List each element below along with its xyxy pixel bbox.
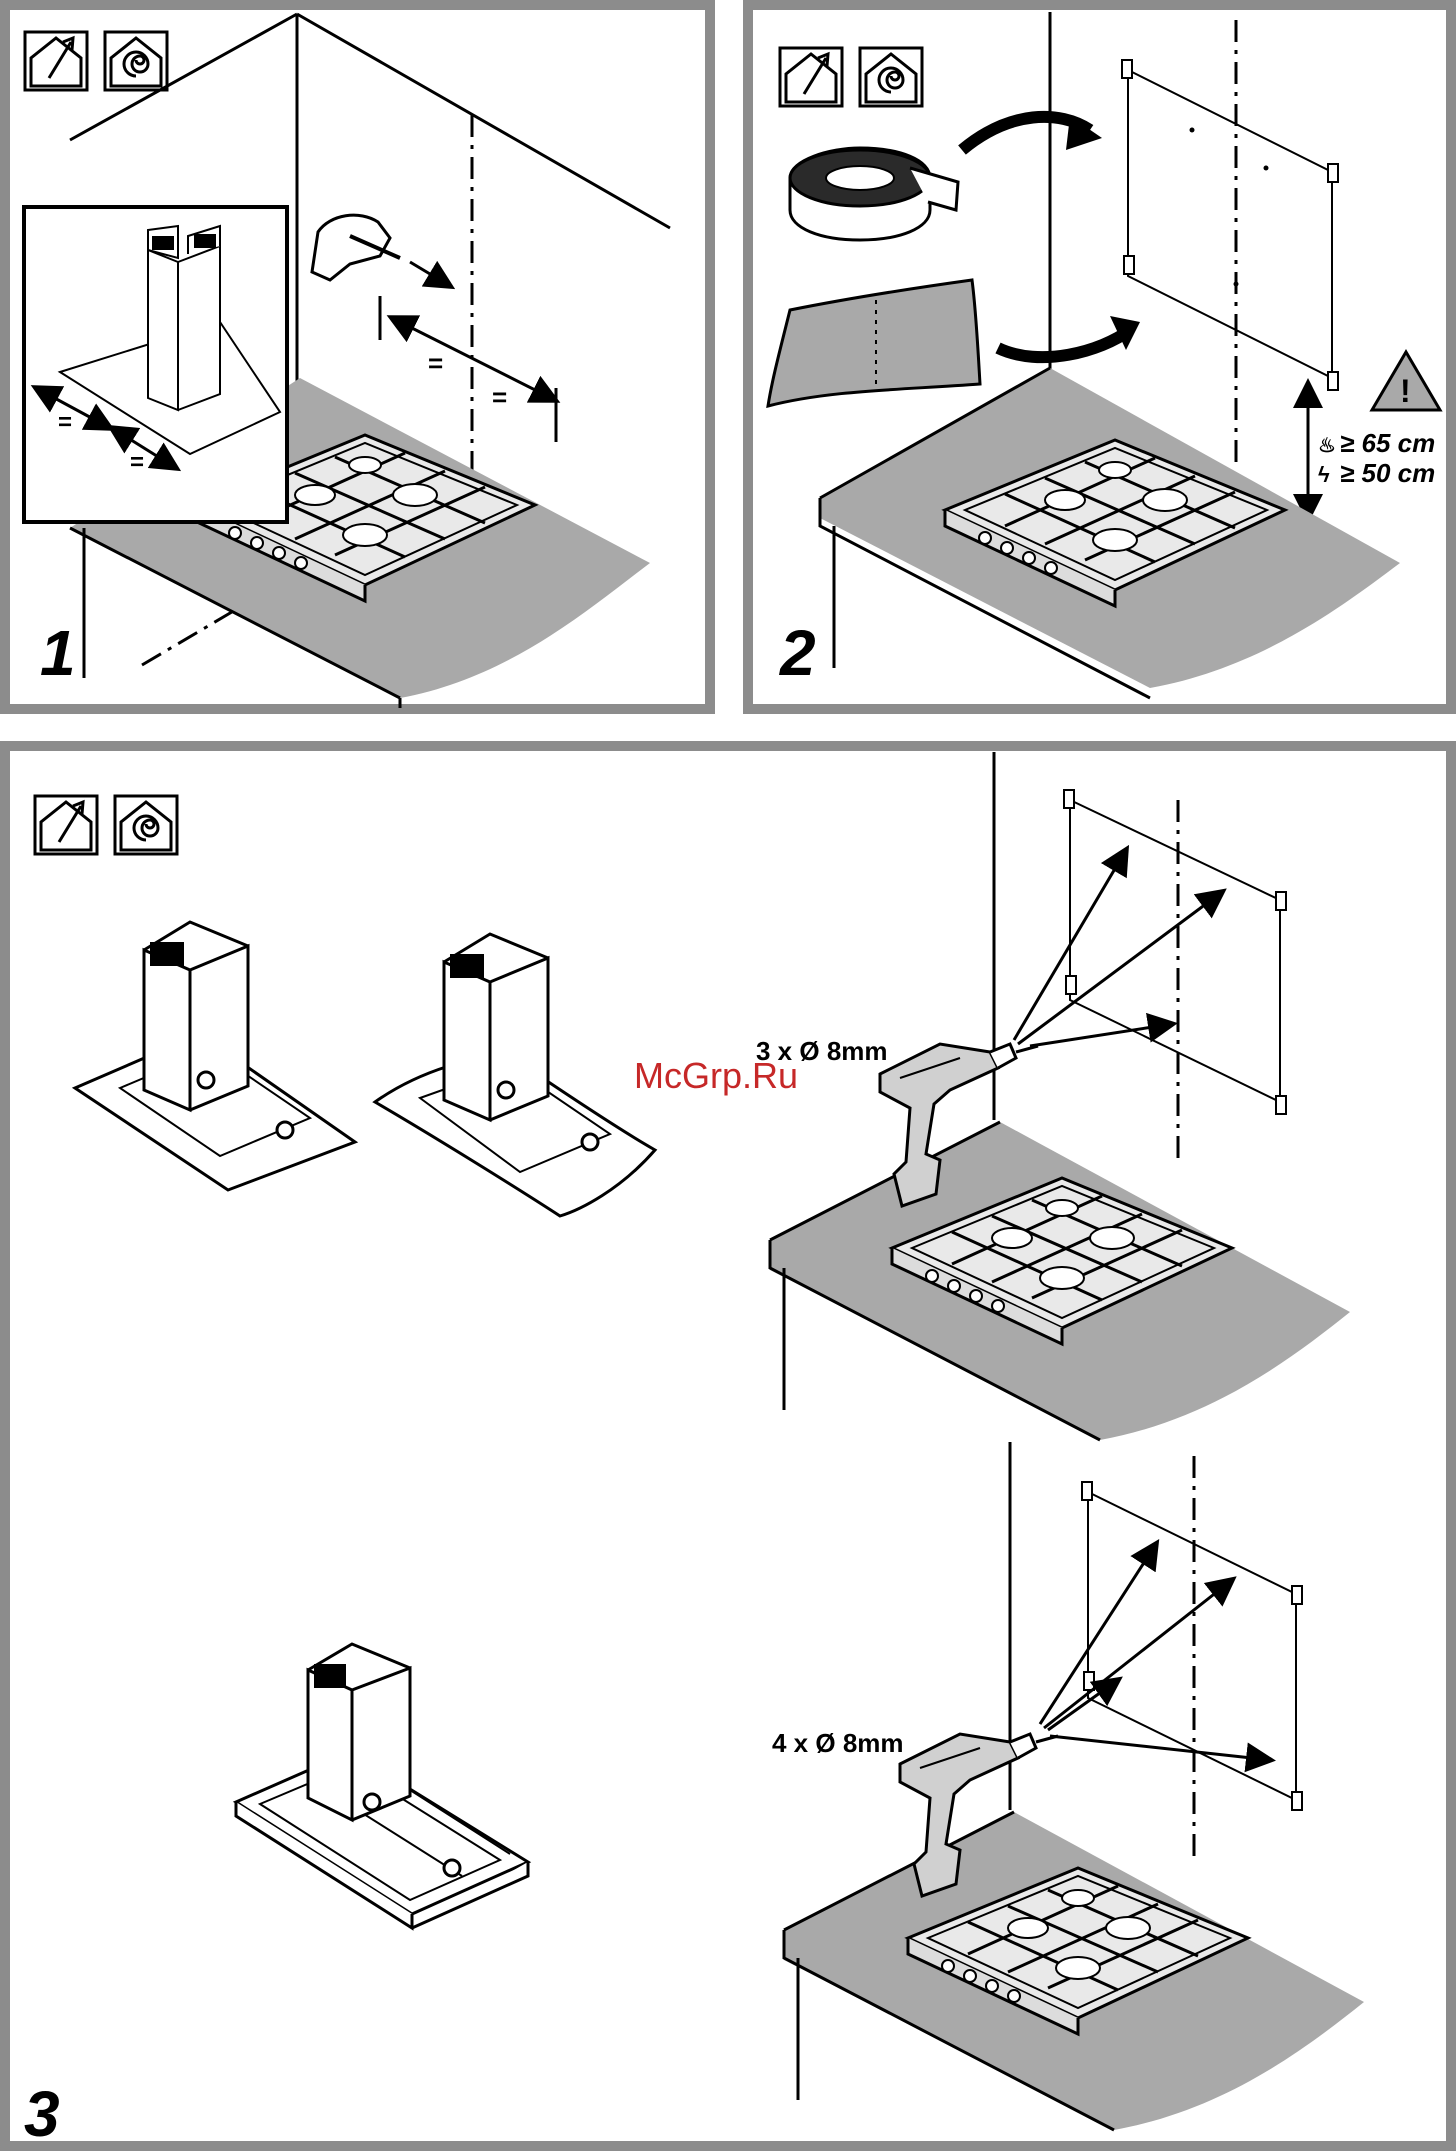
recirculation-house-icon — [860, 48, 922, 106]
panel-step-1: = = = = 1 — [5, 5, 710, 709]
recirculation-house-icon — [115, 796, 177, 854]
warning-symbol: ! — [1400, 373, 1411, 409]
electric-icon: ϟ — [1318, 462, 1330, 487]
min-distance-gas: ≥ 65 cm — [1340, 428, 1435, 458]
watermark: McGrp.Ru — [634, 1055, 798, 1096]
equal-mark: = — [428, 348, 443, 378]
panel-step-2: ! ♨ ≥ 65 cm ϟ ≥ 50 cm 2 — [748, 5, 1451, 709]
min-distance-electric: ≥ 50 cm — [1340, 458, 1435, 488]
duct-out-house-icon — [25, 32, 87, 90]
duct-out-house-icon — [780, 48, 842, 106]
step-number: 1 — [40, 617, 76, 689]
drill-label-bottom: 4 x Ø 8mm — [772, 1728, 904, 1758]
equal-mark: = — [130, 449, 144, 476]
inset-hood-diagram: = = — [24, 207, 287, 522]
equal-mark: = — [58, 409, 72, 436]
panel-step-3: 3 x Ø 8mm McGrp.Ru 4 x Ø 8mm — [5, 746, 1451, 2150]
duct-out-house-icon — [35, 796, 97, 854]
step-number: 2 — [779, 617, 816, 689]
recirculation-house-icon — [105, 32, 167, 90]
equal-mark: = — [492, 382, 507, 412]
gas-flame-icon: ♨ — [1318, 435, 1336, 457]
step-number: 3 — [24, 2078, 60, 2150]
